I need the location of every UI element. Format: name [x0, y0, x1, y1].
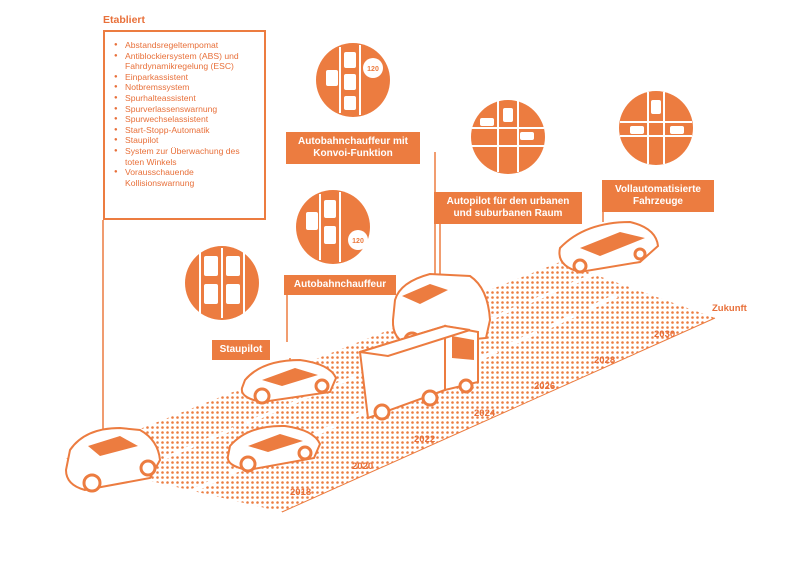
- year-label: 2018: [290, 487, 312, 498]
- konvoi-icon: 120: [316, 43, 390, 117]
- year-label: 2024: [474, 408, 496, 419]
- timeline-line: [281, 317, 716, 513]
- established-title: Etabliert: [103, 14, 146, 26]
- established-item: Spurwechselassistent: [114, 114, 258, 125]
- car-lower-icon: [226, 424, 322, 473]
- speed-sign-text: 120: [367, 66, 379, 73]
- established-item: System zur Überwachung des toten Winkels: [114, 146, 258, 167]
- car-autonomous-icon: [558, 220, 660, 274]
- car-staupilot-icon: [240, 358, 338, 405]
- year-label: 2026: [534, 381, 556, 392]
- truck-icon: [358, 324, 479, 421]
- van-icon: [391, 272, 492, 349]
- staupilot-traffic-icon: [185, 246, 259, 320]
- label-konvoi: Autobahnchauffeur mit Konvoi-Funktion: [286, 132, 420, 164]
- established-item: Spurhalteassistent: [114, 93, 258, 104]
- year-label: 2022: [414, 434, 436, 445]
- established-item: Vorausschauende Kollisionswarnung: [114, 167, 258, 188]
- established-item: Antiblockiersystem (ABS) und Fahrdynamik…: [114, 51, 258, 72]
- autonomous-traffic-icon: [619, 91, 693, 165]
- established-item: Einparkassistent: [114, 72, 258, 83]
- label-vollautomatisiert: Vollautomatisierte Fahrzeuge: [602, 180, 714, 212]
- car-established-icon: [64, 426, 162, 493]
- autobahnchauffeur-icon: 120: [296, 190, 370, 264]
- year-label: 2030: [654, 329, 676, 340]
- established-item: Notbremssystem: [114, 82, 258, 93]
- established-list: AbstandsregeltempomatAntiblockiersystem …: [103, 30, 266, 220]
- established-item: Abstandsregeltempomat: [114, 40, 258, 51]
- label-autobahnchauffeur: Autobahnchauffeur: [284, 275, 396, 295]
- label-urban: Autopilot für den urbanen und suburbanen…: [434, 192, 582, 224]
- label-staupilot: Staupilot: [212, 340, 270, 360]
- year-label: 2028: [594, 355, 616, 366]
- established-item: Staupilot: [114, 135, 258, 146]
- speed-sign-text: 120: [352, 238, 364, 245]
- urban-intersection-icon: [471, 100, 545, 174]
- future-label: Zukunft: [712, 303, 747, 314]
- established-item: Spurverlassenswarnung: [114, 104, 258, 115]
- established-item: Start-Stopp-Automatik: [114, 125, 258, 136]
- year-label: 2020: [352, 461, 374, 472]
